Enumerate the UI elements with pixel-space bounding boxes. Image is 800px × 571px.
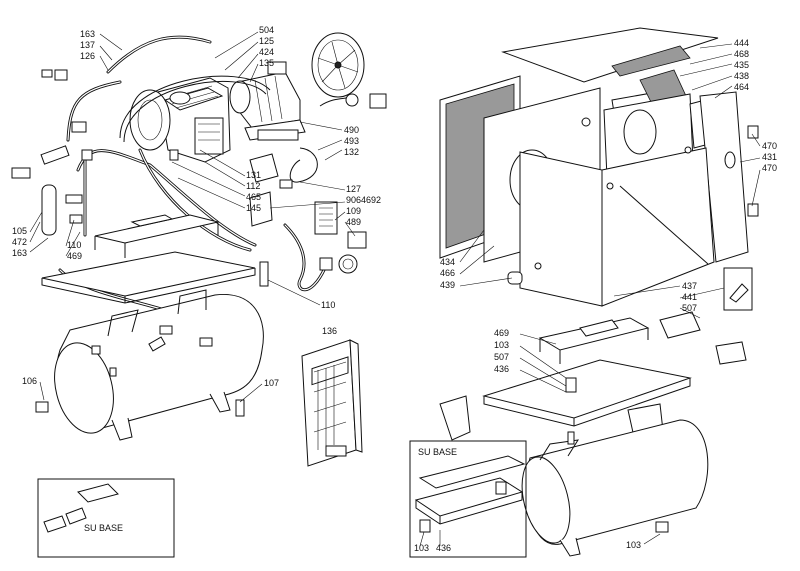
label-469: 469: [67, 251, 82, 261]
label-472: 472: [12, 237, 27, 247]
left-su-base-inset: SU BASE: [37, 478, 175, 558]
leader-lines-left: [29, 31, 356, 403]
label-444: 444: [734, 38, 749, 48]
bracket-507: [659, 311, 701, 339]
label-439: 439: [440, 280, 455, 290]
right-su-base-label: SU BASE: [418, 447, 457, 457]
label-434: 434: [440, 257, 455, 267]
cooling-fan: [311, 32, 365, 98]
label-105: 105: [12, 226, 27, 236]
label-465: 465: [246, 192, 261, 202]
label-490: 490: [344, 125, 359, 135]
label-103: 103: [494, 340, 509, 350]
label-135: 135: [259, 58, 274, 68]
label-469-right: 469: [494, 328, 509, 338]
label-126: 126: [80, 51, 95, 61]
label-468: 468: [734, 49, 749, 59]
pressure-switch-group: [249, 93, 387, 274]
label-436: 436: [494, 364, 509, 374]
label-9064692: 9064692: [346, 195, 381, 205]
label-109: 109: [346, 206, 361, 216]
label-145: 145: [246, 203, 261, 213]
rubber-foot: [565, 377, 577, 393]
leader-lines-right: [419, 43, 761, 547]
label-424: 424: [259, 47, 274, 57]
foot-part: [507, 271, 523, 285]
label-110: 110: [67, 240, 81, 250]
label-470-lower: 470: [762, 163, 777, 173]
label-132: 132: [344, 147, 359, 157]
label-163: 163: [80, 29, 95, 39]
compressor-pump: [129, 77, 231, 163]
label-438: 438: [734, 71, 749, 81]
electrical-panel: [301, 339, 363, 467]
label-493: 493: [344, 136, 359, 146]
label-110-right: 110: [321, 300, 335, 310]
label-127: 127: [346, 184, 361, 194]
label-435: 435: [734, 60, 749, 70]
fittings-left: [11, 69, 269, 287]
label-504: 504: [259, 25, 274, 35]
label-107: 107: [264, 378, 279, 388]
left-assembly: SU BASE: [11, 31, 387, 558]
motor-base-right: [538, 317, 650, 364]
label-163-lower: 163: [12, 248, 27, 258]
left-callout-labels: 163 137 126 504 125 424 135 490 493 132 …: [12, 25, 381, 388]
label-489: 489: [346, 217, 361, 227]
front-panel: [519, 146, 715, 307]
electric-motor: [229, 61, 306, 141]
label-507: 507: [682, 303, 697, 313]
drive-belt: [119, 75, 271, 139]
label-106: 106: [22, 376, 37, 386]
right-su-base-inset: SU BASE: [409, 440, 527, 558]
label-112: 112: [246, 181, 260, 191]
air-receiver-tank: [35, 289, 264, 441]
label-464: 464: [734, 82, 749, 92]
base-plates: [41, 214, 256, 304]
right-assembly: SU BASE: [409, 27, 761, 558]
label-136: 136: [322, 326, 337, 336]
label-470: 470: [762, 141, 777, 151]
label-431: 431: [762, 152, 777, 162]
left-su-base-label: SU BASE: [84, 523, 123, 533]
tank-right: [521, 419, 709, 557]
label-131: 131: [246, 170, 261, 180]
label-466: 466: [440, 268, 455, 278]
top-panel: [501, 27, 719, 83]
label-137: 137: [80, 40, 95, 50]
label-507-lower: 507: [494, 352, 509, 362]
label-437: 437: [682, 281, 697, 291]
label-441: 441: [682, 292, 697, 302]
label-103-inset: 103: [414, 543, 429, 553]
label-103-bottom: 103: [626, 540, 641, 550]
label-125: 125: [259, 36, 274, 46]
right-callout-labels: 444 468 435 438 464 470 431 470 434 466 …: [414, 38, 777, 553]
label-436-inset: 436: [436, 543, 451, 553]
